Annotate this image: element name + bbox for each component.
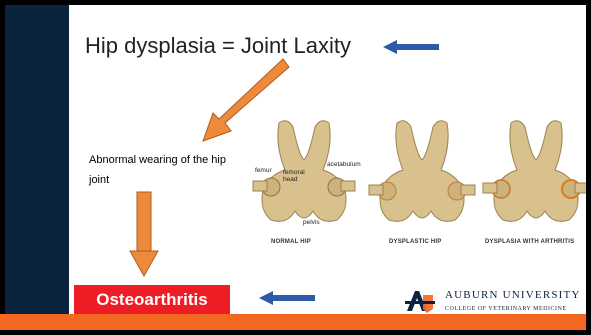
dysplastic-hip-label: Dysplastic Hip [389,239,441,245]
blue-arrow-icon [383,40,439,54]
college-name: COLLEGE OF VETERINARY MEDICINE [445,306,567,312]
femur-annotation: femur [255,167,272,174]
orange-footer-bar [0,314,586,330]
effect-text: Abnormal wearing of the hip joint [89,150,239,190]
normal-hip-label: Normal Hip [271,239,311,245]
university-name: AUBURN UNIVERSITY [445,289,581,301]
pelvis-annotation: pelvis [303,219,320,226]
acetabulum-annotation: acetabulum [327,161,361,168]
slide: Hip dysplasia = Joint Laxity Abnormal we… [5,5,586,325]
arthritis-hip-label: Dysplasia with Arthritis [485,239,574,245]
auburn-au-logo-icon [405,289,435,313]
dysplastic-hip-illustration [367,115,477,235]
femoral-head-annotation: femoral head [283,169,309,183]
orange-down-arrow-icon [129,191,159,277]
blue-arrow-lower-icon [259,291,315,305]
arthritic-hip-illustration [481,115,586,235]
hip-comparison-figure: femur femoral head acetabulum pelvis Nor… [249,115,584,250]
osteoarthritis-label: Osteoarthritis [74,285,230,314]
navy-sidebar [5,5,69,315]
slide-title: Hip dysplasia = Joint Laxity [85,33,351,59]
